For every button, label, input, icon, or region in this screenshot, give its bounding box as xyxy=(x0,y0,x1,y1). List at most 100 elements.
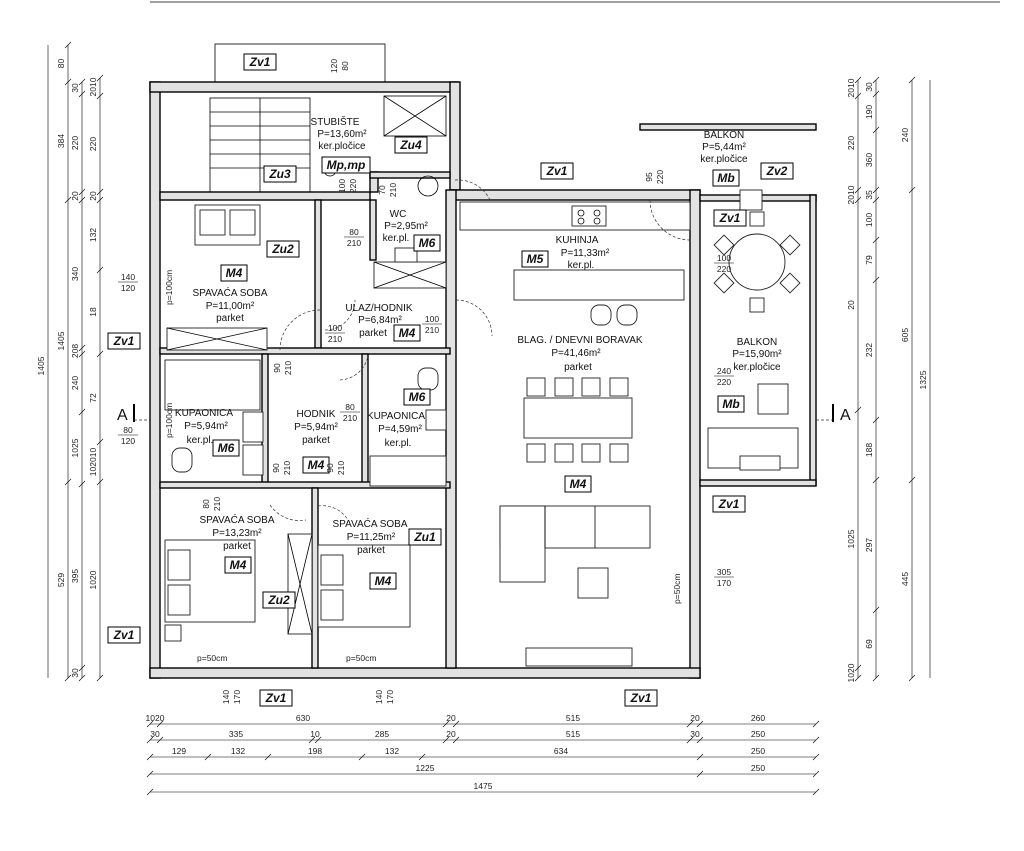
dim-value: 30 xyxy=(690,729,700,739)
tag-text-zv1: Zv1 xyxy=(546,164,568,178)
dim-value: 208 xyxy=(70,344,80,358)
tag-text-m6: M6 xyxy=(409,390,426,404)
tag-text-zv1: Zv1 xyxy=(630,691,652,705)
room-area-ulaz: P=6,84m² xyxy=(358,315,402,326)
opening-height: 210 xyxy=(388,183,398,197)
opening-height: 210 xyxy=(343,413,357,423)
dim-value: 605 xyxy=(900,328,910,342)
room-floor-wc: ker.pl. xyxy=(383,233,410,244)
tag-text-zu2: Zu2 xyxy=(271,242,294,256)
dim-value: 1405 xyxy=(56,331,66,350)
furniture xyxy=(164,189,801,667)
room-name-dnevni: BLAG. / DNEVNI BORAVAK xyxy=(517,335,643,346)
dim-value: 1025 xyxy=(846,529,856,548)
tag-m5-20: M5 xyxy=(521,250,549,268)
room-floor-hodnik: parket xyxy=(302,435,330,446)
opening-height: 170 xyxy=(717,578,731,588)
opening-height: 220 xyxy=(655,170,665,184)
dim-value: 10 xyxy=(310,729,320,739)
room-floor-dnevni: parket xyxy=(564,362,592,373)
dim-left-total: 1405 xyxy=(36,45,49,678)
opening-width: 305 xyxy=(717,567,731,577)
opening-height: 210 xyxy=(212,497,222,511)
dim-value: 188 xyxy=(864,443,874,457)
dim-value: 395 xyxy=(70,569,80,583)
tag-text-m4: M4 xyxy=(226,266,243,280)
dim-value: 198 xyxy=(308,746,322,756)
opening-width: 70 xyxy=(377,185,387,195)
opening-width: 140 xyxy=(121,272,135,282)
room-area-kupaonica2: P=4,59m² xyxy=(378,424,422,435)
dim-value: 2010 xyxy=(846,185,856,204)
opening-width: 140 xyxy=(374,690,384,704)
dim-value: 1405 xyxy=(36,356,46,375)
dim-value: 250 xyxy=(751,729,765,739)
dim-value: 360 xyxy=(864,153,874,167)
opening-height: 80 xyxy=(340,61,350,71)
dim-value: 30 xyxy=(864,82,874,92)
dim-value: 2010 xyxy=(846,78,856,97)
opening-height: 210 xyxy=(336,461,346,475)
tag-text-zv1: Zv1 xyxy=(719,211,741,225)
room-area-kuhinja: P=11,33m² xyxy=(561,248,610,259)
tag-text-zu1: Zu1 xyxy=(413,530,436,544)
room-name-balkon-top: BALKON xyxy=(704,130,745,141)
room-name-kupaonica1: KUPAONICA xyxy=(175,408,233,419)
opening-height: 210 xyxy=(425,325,439,335)
dim-value: 20 xyxy=(88,191,98,201)
tag-m4-14: M4 xyxy=(220,264,248,282)
dim-value: 132 xyxy=(231,746,245,756)
note-p50-b: p=50cm xyxy=(346,653,376,663)
tag-mb-25: Mb xyxy=(717,395,745,413)
dim-value: 634 xyxy=(554,746,568,756)
walls xyxy=(149,81,817,679)
tag-m4-17: M4 xyxy=(564,475,592,493)
room-name-ulaz: ULAZ/HODNIK xyxy=(345,303,413,314)
dim-value: 20 xyxy=(446,713,456,723)
dim-value: 250 xyxy=(751,763,765,773)
room-name-hodnik: HODNIK xyxy=(297,409,336,420)
dim-value: 100 xyxy=(864,213,874,227)
room-floor-balkon-right: ker.pločice xyxy=(733,362,781,373)
tag-m6-21: M6 xyxy=(413,234,441,252)
room-name-stubiste: STUBIŠTE xyxy=(311,115,360,128)
dim-value: 1020 xyxy=(88,570,98,589)
room-area-kupaonica1: P=5,94m² xyxy=(184,421,228,432)
dim-value: 35 xyxy=(864,190,874,200)
dim-value: 30 xyxy=(150,729,160,739)
tag-text-zv1: Zv1 xyxy=(113,628,135,642)
dim-value: 132 xyxy=(88,228,98,242)
opening-width: 100 xyxy=(337,179,347,193)
opening-width: 90 xyxy=(325,463,335,473)
opening-height: 210 xyxy=(347,238,361,248)
dim-value: 129 xyxy=(172,746,186,756)
opening-height: 220 xyxy=(348,179,358,193)
dim-bottom-row5: 1475 xyxy=(146,781,820,796)
dim-value: 190 xyxy=(864,105,874,119)
dim-value: 285 xyxy=(375,729,389,739)
room-area-spavaca2: P=13,23m² xyxy=(212,528,262,539)
opening-width: 95 xyxy=(644,172,654,182)
dim-value: 630 xyxy=(296,713,310,723)
tag-m6-22: M6 xyxy=(403,388,431,406)
room-floor-kupaonica1: ker.pl. xyxy=(187,435,214,446)
room-floor-spavaca2: parket xyxy=(223,541,251,552)
room-area-spavaca1: P=11,00m² xyxy=(206,301,255,312)
dim-value: 335 xyxy=(229,729,243,739)
opening-width: 80 xyxy=(345,402,355,412)
